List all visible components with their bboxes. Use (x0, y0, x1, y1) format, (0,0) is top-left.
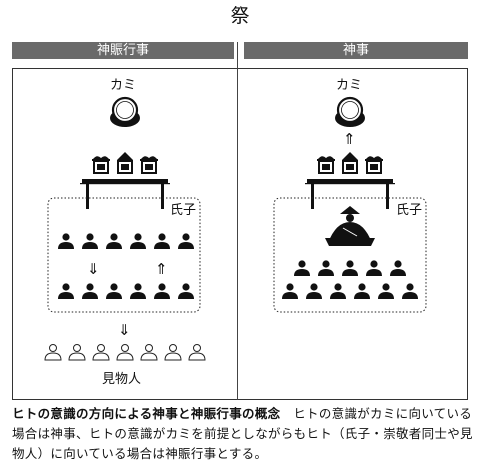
diagram-frame (12, 68, 468, 400)
spectators-label: 見物人 (102, 372, 142, 387)
header-shinji: 神事 (244, 42, 468, 59)
caption-body: ヒトの意識がカミに向いている場合は神事、ヒトの意識がカミを前提としながらもヒト（… (12, 406, 473, 461)
panel-divider (237, 42, 238, 400)
left-arrow-up: ⇑ (155, 260, 168, 278)
left-mirror-icon (108, 96, 142, 129)
left-ujiko-label: 氏子 (170, 203, 197, 218)
left-altar-icon (80, 179, 170, 209)
left-ujiko-boundary (47, 197, 201, 313)
left-arrow-down-to-spectators: ⇓ (118, 321, 131, 339)
left-ujiko-crowd (58, 233, 194, 299)
right-ujiko-label: 氏子 (396, 203, 423, 218)
priest-icon (325, 206, 375, 246)
right-mirror-icon (333, 96, 367, 129)
left-arrow-down: ⇓ (87, 260, 100, 278)
right-offering-icon (316, 151, 384, 174)
right-ujiko-crowd (282, 260, 418, 299)
figure-caption: ヒトの意識の方向による神事と神賑行事の概念 ヒトの意識がカミに向いている場合は神… (12, 404, 474, 464)
right-kami-label: カミ (336, 78, 363, 93)
right-ujiko-boundary (273, 197, 427, 313)
caption-title: ヒトの意識の方向による神事と神賑行事の概念 (12, 406, 281, 421)
diagram-title: 祭 (230, 5, 250, 27)
right-altar-icon (305, 179, 395, 209)
left-spectators-crowd (44, 344, 206, 361)
right-arrow-up: ⇑ (343, 130, 356, 148)
left-offering-icon (91, 151, 159, 174)
header-shinshin-gyoji: 神賑行事 (12, 42, 234, 59)
left-kami-label: カミ (110, 78, 137, 93)
